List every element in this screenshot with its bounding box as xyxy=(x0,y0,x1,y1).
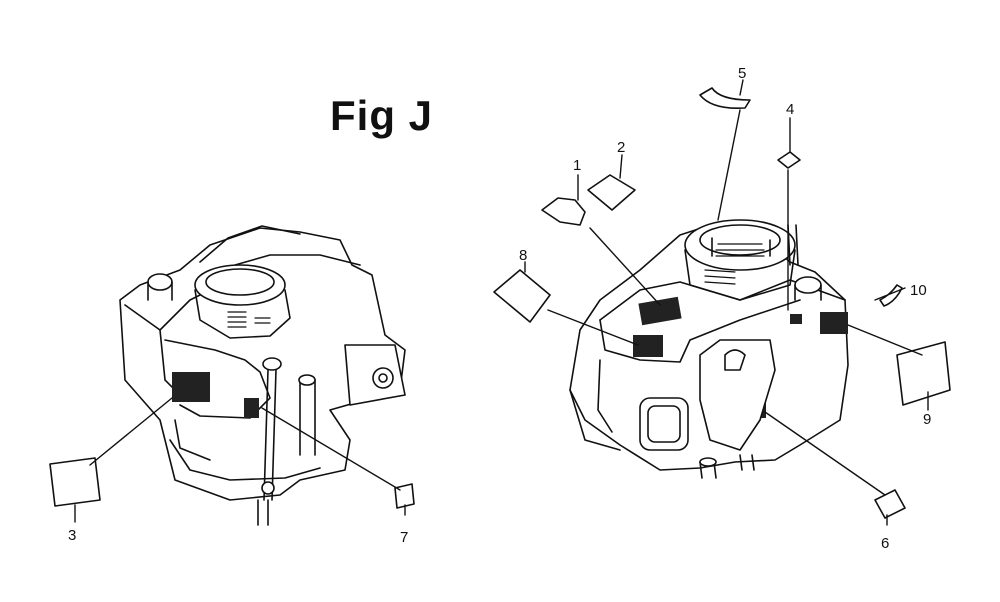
callout-5: 5 xyxy=(738,65,746,82)
callout-3: 3 xyxy=(68,527,76,544)
part-10-decal xyxy=(879,284,903,307)
part-8-decal xyxy=(493,269,551,323)
callout-7: 7 xyxy=(400,529,408,546)
part-1-decal xyxy=(541,197,586,226)
part-3-decal xyxy=(49,457,101,507)
part-9-decal xyxy=(896,341,951,406)
callout-10: 10 xyxy=(910,282,927,299)
left-engine xyxy=(119,225,406,526)
part-2-decal xyxy=(587,174,636,211)
right-engine xyxy=(569,219,849,479)
callout-2: 2 xyxy=(617,139,625,156)
figure-title: Fig J xyxy=(330,92,434,139)
callout-1: 1 xyxy=(573,157,581,174)
part-6-decal xyxy=(874,489,906,519)
part-7-decal xyxy=(394,483,415,509)
callout-9: 9 xyxy=(923,411,931,428)
part-4-decal xyxy=(777,151,801,169)
callout-4: 4 xyxy=(786,101,794,118)
callout-6: 6 xyxy=(881,535,889,552)
part-5-arc xyxy=(699,87,751,110)
leader-lines xyxy=(74,79,929,526)
callout-8: 8 xyxy=(519,247,527,264)
